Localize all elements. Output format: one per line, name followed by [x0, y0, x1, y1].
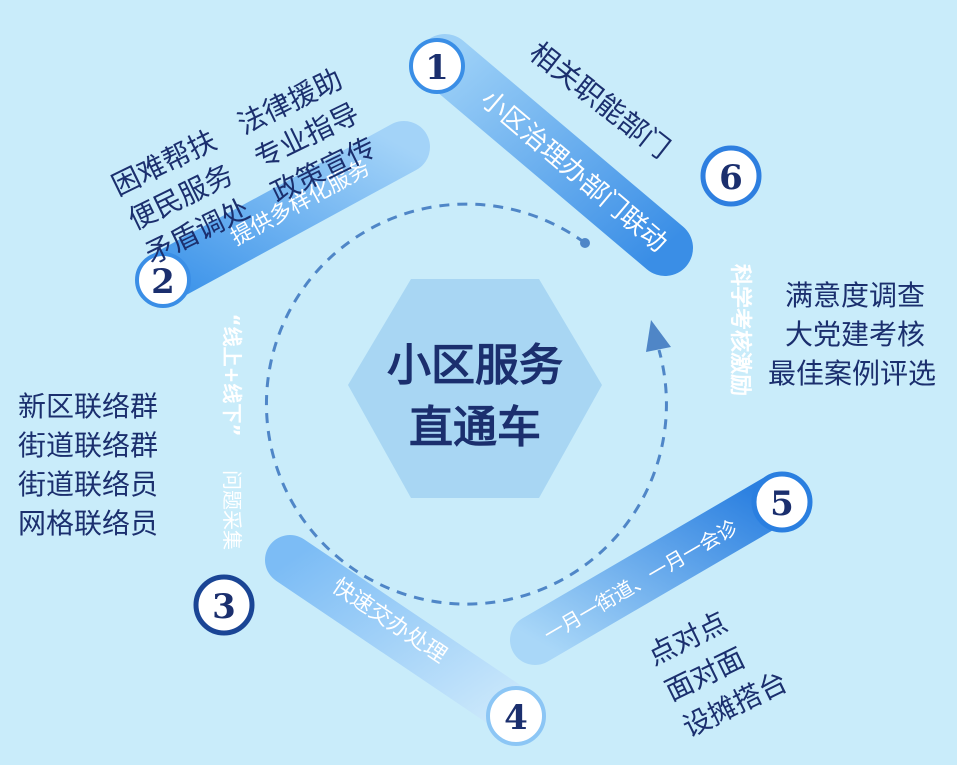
step-3: “线上+线下” 问题采集 3 — [193, 293, 255, 636]
step-3-badge — [193, 574, 255, 636]
step-5-notes: 点对点 面对面 设摊搭台 — [642, 605, 792, 743]
step-1-pill — [417, 34, 693, 276]
step-6-note-3: 最佳案例评选 — [768, 357, 936, 390]
step-3-note-2: 街道联络群 — [18, 429, 158, 462]
step-4-badge — [486, 686, 546, 746]
center-title-line1: 小区服务 — [387, 340, 563, 391]
step-1-badge — [409, 38, 465, 94]
step-6-note-2: 大党建考核 — [785, 318, 925, 351]
center-hexagon — [348, 279, 602, 498]
step-2-badge — [135, 252, 191, 308]
step-6-note-1: 满意度调查 — [785, 279, 925, 312]
step-1-label: 小区治理办部门联动 — [475, 85, 673, 259]
step-5-number: 5 — [770, 484, 794, 524]
step-6-badge — [700, 145, 762, 207]
step-3-label-line1: “线上+线下” — [220, 313, 244, 436]
step-6-notes: 满意度调查 大党建考核 最佳案例评选 — [768, 279, 936, 390]
step-3-number: 3 — [212, 587, 236, 627]
step-5-pill — [510, 475, 800, 665]
step-2-pill — [137, 121, 430, 304]
step-2-number: 2 — [151, 262, 175, 302]
step-3-note-4: 网格联络员 — [18, 507, 158, 540]
cycle-arrow — [264, 202, 671, 606]
step-4: 快速交办处理 4 — [265, 535, 546, 746]
step-4-pill — [265, 535, 530, 730]
step-6-number: 6 — [719, 158, 743, 198]
step-4-number: 4 — [504, 698, 528, 738]
step-3-label-line2: 问题采集 — [220, 470, 244, 550]
center-title-line2: 直通车 — [409, 402, 541, 453]
step-1-number: 1 — [425, 48, 449, 88]
center-title: 小区服务 直通车 — [387, 340, 563, 453]
arrowhead-icon — [646, 320, 671, 352]
step-3-notes: 新区联络群 街道联络群 街道联络员 网格联络员 — [18, 390, 158, 540]
step-3-note-3: 街道联络员 — [18, 468, 158, 501]
step-5: 一月一街道、一月一会诊 5 — [510, 471, 813, 665]
step-6: 科学考核激励 6 — [700, 145, 762, 471]
step-6-label: 科学考核激励 — [727, 264, 753, 396]
step-3-note-1: 新区联络群 — [18, 390, 158, 423]
step-5-badge — [751, 471, 813, 533]
